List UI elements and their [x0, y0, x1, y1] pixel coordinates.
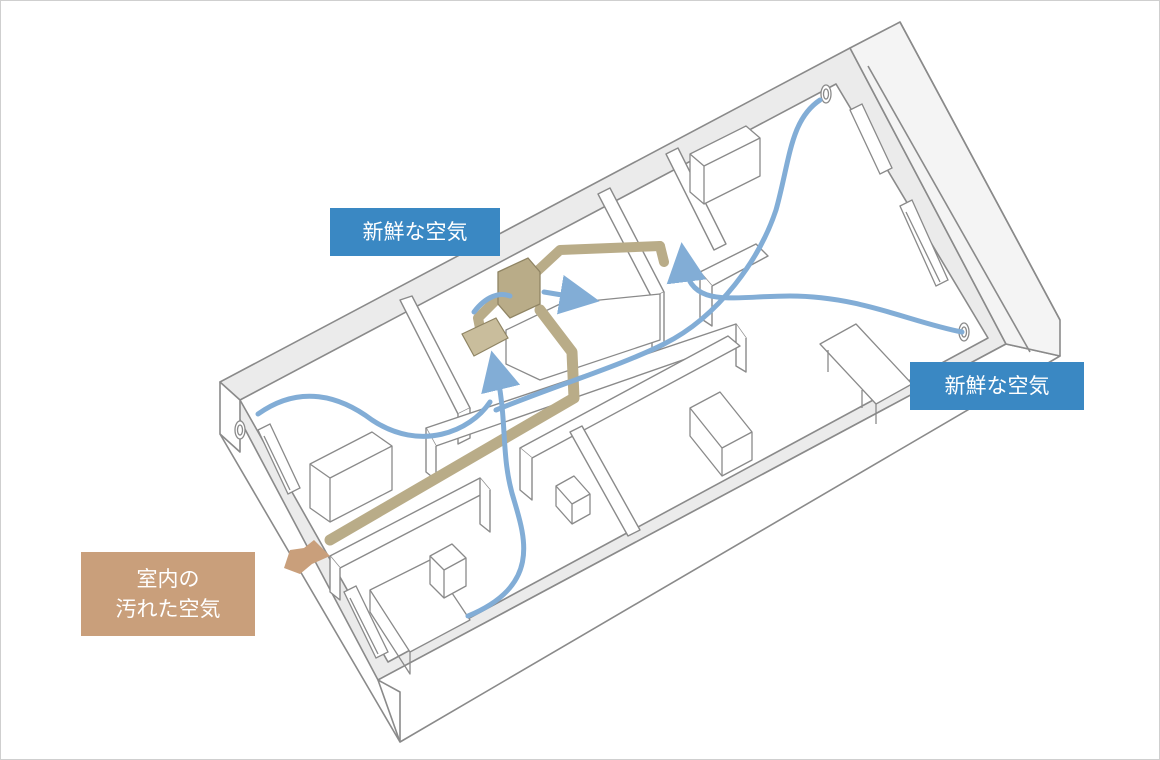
- stale-air-label-line1: 室内の: [136, 567, 200, 591]
- fresh-air-label-text: 新鮮な空気: [944, 374, 1050, 398]
- vent-openings: [234, 84, 970, 440]
- cabinet-lower: [429, 543, 467, 599]
- flow-unit-left: [471, 292, 513, 315]
- flow-bottom: [465, 350, 527, 619]
- small-box: [555, 475, 591, 525]
- flow-right: [666, 242, 965, 335]
- flow-unit-right: [541, 274, 600, 315]
- sofa-top-right: [689, 125, 761, 205]
- windows: [257, 103, 949, 659]
- fresh-air-label-right: 新鮮な空気: [910, 362, 1084, 410]
- fresh-air-flows: [255, 97, 965, 619]
- exhaust-arrow-icon: [284, 540, 330, 574]
- vent-top-right-icon: [820, 84, 832, 104]
- duct-panel: [461, 317, 509, 357]
- exhaust-duct: [324, 241, 669, 546]
- flow-left: [255, 393, 493, 439]
- stale-air-label: 室内の 汚れた空気: [81, 552, 255, 636]
- stale-air-label-line2: 汚れた空気: [115, 597, 221, 621]
- fresh-air-label-text: 新鮮な空気: [362, 220, 468, 244]
- box-center: [689, 391, 753, 477]
- flow-top-right: [493, 97, 823, 413]
- outer-wall-right: [849, 21, 1061, 357]
- fresh-air-label-top: 新鮮な空気: [330, 208, 500, 256]
- ventilation-unit: [497, 257, 541, 319]
- vent-left-icon: [234, 420, 246, 440]
